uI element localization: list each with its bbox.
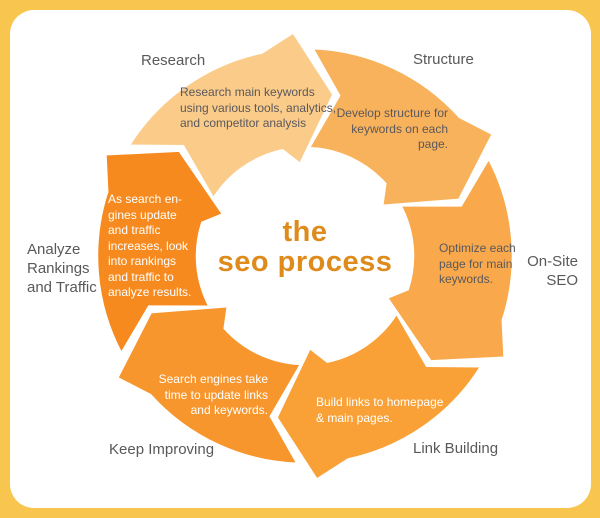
label-structure: Structure (413, 51, 474, 68)
title-line-2: seo process (217, 246, 393, 278)
label-link-building: Link Building (413, 440, 499, 457)
segment-analyze-rankings-and-traffic (95, 149, 225, 357)
label-keep-improving: Keep Improving (109, 441, 215, 458)
segment-link-building (275, 310, 484, 482)
segment-structure (306, 46, 495, 208)
diagram-panel: the seo process Research Structure On-Si… (10, 10, 591, 508)
description-link-building: Build links to homepage& main pages. (316, 395, 444, 425)
segment-research (126, 30, 335, 202)
segment-on-site-seo (385, 155, 515, 363)
diagram-title: the seo process (10, 217, 600, 277)
segment-keep-improving (115, 304, 304, 466)
label-research: Research (141, 52, 206, 69)
title-line-1: the (282, 216, 328, 248)
